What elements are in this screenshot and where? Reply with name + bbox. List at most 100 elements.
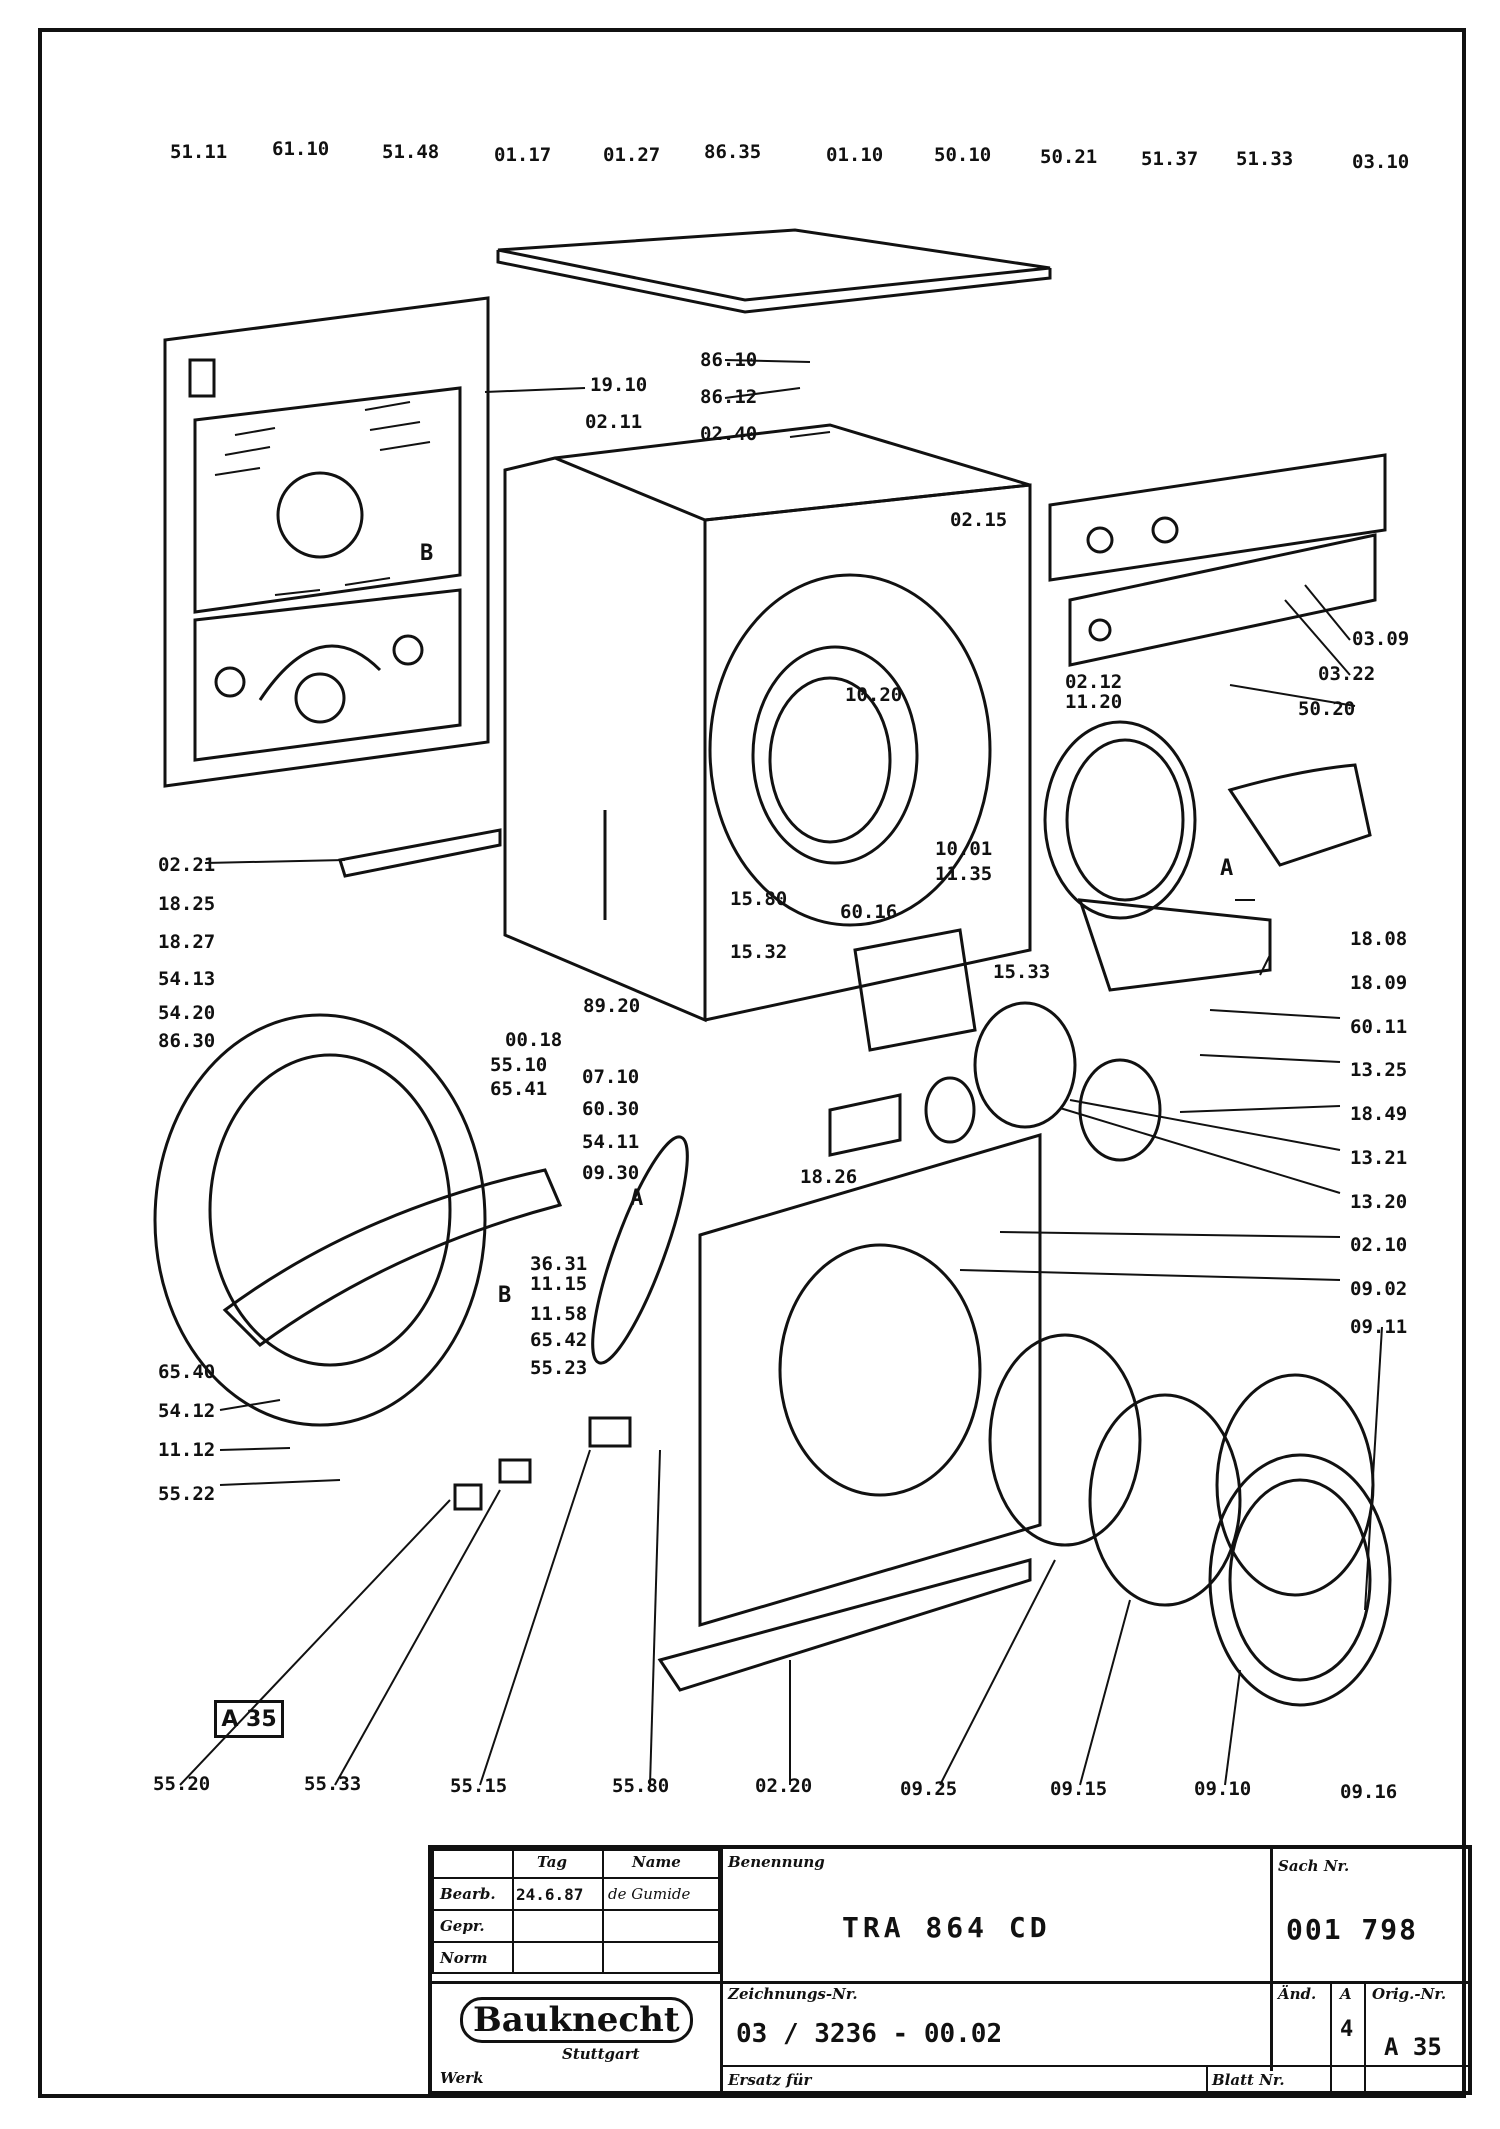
part-label: 11.58 [530,1303,588,1325]
col-tag: Tag [537,1853,567,1871]
row-gepr: Gepr. [440,1917,485,1935]
part-label: 18.27 [158,931,216,953]
part-label: 18.08 [1350,928,1408,950]
part-label: 51.37 [1141,148,1199,170]
part-label: 18.26 [800,1166,858,1188]
part-label: 55.80 [612,1775,670,1797]
part-label: 10.20 [845,684,903,706]
control-panel [1048,453,1387,582]
part-label: 54.20 [158,1002,216,1024]
row-norm: Norm [440,1949,488,1967]
part-label: 00.18 [505,1029,563,1051]
col-name: Name [632,1853,681,1871]
werk-label: Werk [440,2069,484,2087]
ersatz-label: Ersatz für [728,2071,812,2089]
part-label: 50.20 [1298,698,1356,720]
part-label: 11.15 [530,1273,588,1295]
front-panel [698,1132,1042,1628]
model-name: TRA 864 CD [842,1911,1051,1944]
part-label: 86.10 [700,349,758,371]
door [1208,1453,1392,1707]
drawing-frame [38,28,1466,2098]
title-block: Tag Name Bearb. Gepr. Norm 24.6.87 de Gu… [428,1845,1472,2095]
part-label: 09.10 [1194,1778,1252,1800]
filter [1227,763,1372,867]
part-label: 01.17 [494,144,552,166]
part-label: 55.15 [450,1775,508,1797]
part-label: 55.22 [158,1483,216,1505]
part-label: 07.10 [582,1066,640,1088]
part-label: 02.15 [950,509,1008,531]
blatt-label: Blatt Nr. [1212,2071,1285,2089]
date-value: 24.6.87 [516,1885,584,1904]
part-label: 03.09 [1352,628,1410,650]
city: Stuttgart [562,2045,640,2063]
part-label: 09.16 [1340,1781,1398,1803]
part-label: 10.01 [935,838,993,860]
part-label: 54.12 [158,1400,216,1422]
part-label: 09.30 [582,1162,640,1184]
part-label: 86.35 [704,141,762,163]
motor [853,928,977,1052]
part-label: 15.33 [993,961,1051,983]
part-label: 51.33 [1236,148,1294,170]
duct-ring [1043,720,1197,920]
part-label: 03.22 [1318,663,1376,685]
part-label: 86.30 [158,1030,216,1052]
part-label: 02.10 [1350,1234,1408,1256]
part-label: 18.49 [1350,1103,1408,1125]
part-label: 51.48 [382,141,440,163]
part-label: 02.20 [755,1775,813,1797]
brand-logo: Bauknecht [460,1997,693,2043]
part-label: 50.10 [934,144,992,166]
part-label: 65.41 [490,1078,548,1100]
part-label: 11.20 [1065,691,1123,713]
part-label: 11.12 [158,1439,216,1461]
part-label: 54.13 [158,968,216,990]
part-label: 55.20 [153,1773,211,1795]
part-label: A [1220,856,1234,881]
part-label: A [630,1186,644,1211]
part-label: 13.21 [1350,1147,1408,1169]
part-label: 55.10 [490,1054,548,1076]
zeichnungs-label: Zeichnungs-Nr. [728,1985,858,2003]
part-label: 36.31 [530,1253,588,1275]
part-label: 65.40 [158,1361,216,1383]
part-label: 61.10 [272,138,330,160]
top-lid [497,228,1051,302]
part-label: 60.16 [840,901,898,923]
exploded-view-drawing [153,228,1392,1786]
part-label: 15.80 [730,888,788,910]
back-panel [163,296,490,788]
part-label: 60.11 [1350,1016,1408,1038]
name-value: de Gumide [608,1885,691,1903]
part-label: B [420,541,434,566]
part-label: 02.40 [700,423,758,445]
cabinet [503,456,707,1023]
part-label: 18.25 [158,893,216,915]
benennung-label: Benennung [728,1853,825,1871]
orig-value: A 35 [1384,2033,1442,2061]
aend-label: Änd. [1278,1985,1317,2003]
row-bearb: Bearb. [440,1885,496,1903]
part-label: 09.25 [900,1778,958,1800]
aend-value: 4 [1340,2017,1354,2042]
part-label: 02.11 [585,411,643,433]
part-label: 15.32 [730,941,788,963]
part-label: 55.33 [304,1773,362,1795]
part-label: 09.11 [1350,1316,1408,1338]
part-label: 51.11 [170,141,228,163]
zeichnungs-value: 03 / 3236 - 00.02 [736,2019,1003,2049]
orig-label: Orig.-Nr. [1372,1985,1447,2003]
part-label: 60.30 [582,1098,640,1120]
sachnr-value: 001 798 [1286,1913,1419,1946]
part-label: B [498,1283,512,1308]
part-label: 13.25 [1350,1059,1408,1081]
aend-header: A [1340,1985,1352,2003]
reference-box: A 35 [214,1700,284,1738]
part-label: 65.42 [530,1329,588,1351]
front-bezel [153,1013,487,1427]
part-label: 02.12 [1065,671,1123,693]
part-label: 50.21 [1040,146,1098,168]
part-label: 13.20 [1350,1191,1408,1213]
